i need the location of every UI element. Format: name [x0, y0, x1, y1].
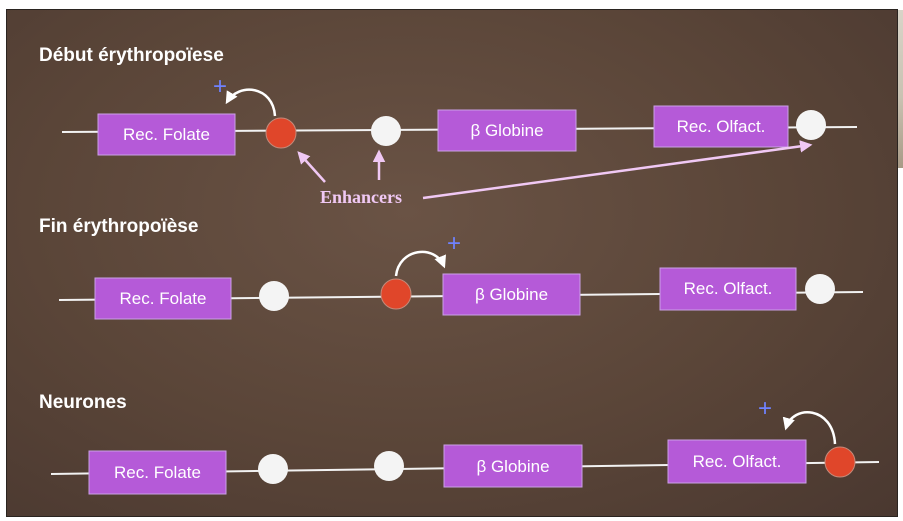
enhancer-active [824, 446, 856, 478]
enhancer-pointer-arrow [422, 140, 813, 200]
enhancer-inactive [796, 110, 826, 140]
gene-label: Rec. Folate [123, 125, 210, 144]
section-title: Début érythropoïese [39, 45, 224, 66]
gene-box-rec-folate: Rec. Folate [88, 450, 227, 495]
gene-box-rec-folate: Rec. Folate [97, 113, 236, 156]
section-title: Neurones [39, 392, 127, 413]
enhancer-inactive [259, 281, 289, 311]
gene-label: β Globine [475, 285, 548, 304]
plus-sign: + [447, 230, 461, 257]
gene-label: Rec. Folate [120, 289, 207, 308]
slide: Début érythropoïese Rec. Folate β Globin… [6, 9, 898, 517]
section-debut-erythropoiese: Début érythropoïese Rec. Folate β Globin… [39, 45, 858, 207]
enhancer-active [380, 278, 412, 310]
activation-arrow [394, 250, 446, 277]
gene-label: β Globine [470, 121, 543, 140]
gene-regulation-diagram: Début érythropoïese Rec. Folate β Globin… [39, 45, 880, 495]
section-fin-erythropoiese: Fin érythropoïèse Rec. Folate β Globine … [39, 216, 864, 320]
enhancer-inactive [371, 116, 401, 146]
enhancer-inactive [258, 454, 288, 484]
enhancer-active [265, 117, 297, 149]
gene-label: Rec. Folate [114, 463, 201, 482]
gene-label: Rec. Olfact. [677, 117, 766, 136]
plus-sign: + [758, 395, 772, 422]
gene-label: Rec. Olfact. [693, 452, 782, 471]
gene-box-rec-olfact: Rec. Olfact. [659, 267, 797, 311]
section-title: Fin érythropoïèse [39, 216, 198, 237]
gene-label: Rec. Olfact. [684, 279, 773, 298]
gene-box-rec-folate: Rec. Folate [94, 277, 232, 320]
gene-box-rec-olfact: Rec. Olfact. [653, 105, 789, 148]
enhancers-label: Enhancers [320, 187, 402, 207]
enhancer-inactive [805, 274, 835, 304]
enhancer-inactive [374, 451, 404, 481]
gene-box-beta-globine: β Globine [443, 444, 583, 488]
gene-box-rec-olfact: Rec. Olfact. [667, 439, 807, 484]
gene-box-beta-globine: β Globine [442, 273, 581, 316]
plus-sign: + [213, 73, 227, 100]
activation-arrow [782, 411, 837, 445]
section-neurones: Neurones Rec. Folate β Globine Rec. Olfa… [39, 392, 880, 495]
activation-arrow [225, 88, 277, 117]
enhancer-pointer-arrow [297, 151, 326, 183]
gene-box-beta-globine: β Globine [437, 109, 577, 152]
gene-label: β Globine [476, 457, 549, 476]
